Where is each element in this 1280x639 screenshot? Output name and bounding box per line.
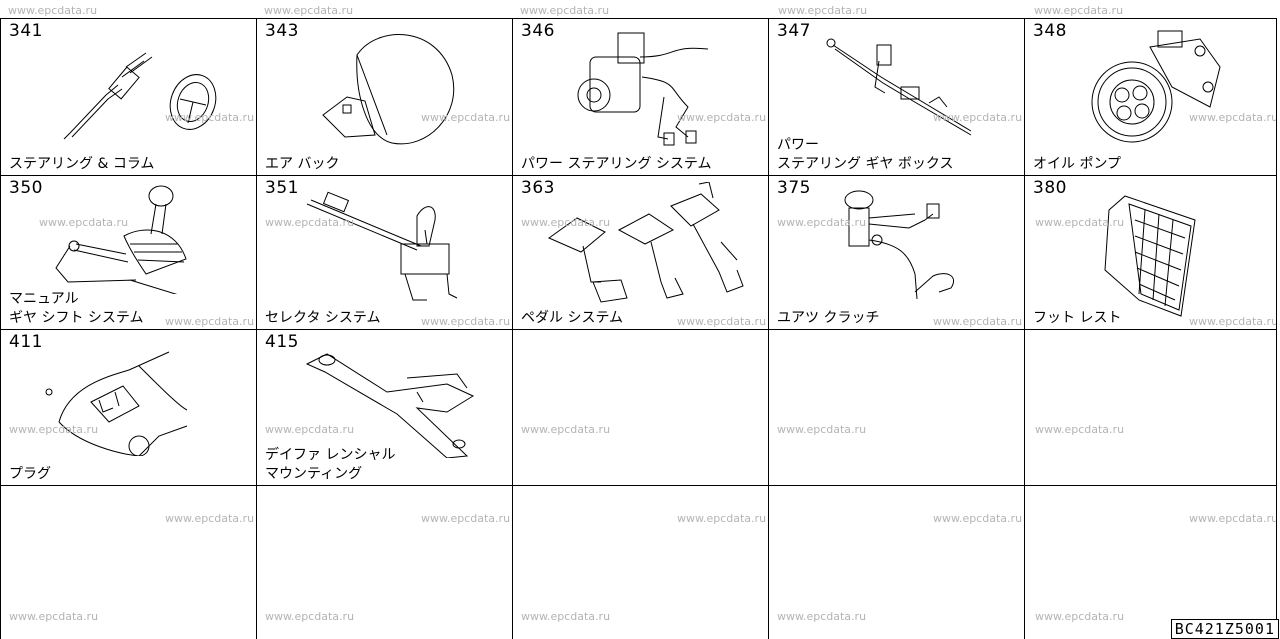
watermark: www.epcdata.ru	[521, 423, 611, 436]
category-label: プラグ	[9, 466, 51, 482]
category-number: 415	[265, 332, 299, 352]
watermark: www.epcdata.ru	[677, 315, 767, 328]
category-number: 351	[265, 178, 299, 198]
watermark: www.epcdata.ru	[1034, 4, 1124, 17]
hydraulic-clutch-icon	[829, 184, 974, 309]
empty-cell: www.epcdata.ru www.epcdata.ru	[256, 485, 512, 639]
empty-cell: www.epcdata.ru www.epcdata.ru	[512, 485, 768, 639]
watermark: www.epcdata.ru	[933, 512, 1023, 525]
watermark: www.epcdata.ru	[521, 610, 611, 623]
category-cell-375[interactable]: 375 ユアツ クラッチ www.epcdata.ru www.epcdata.…	[768, 175, 1024, 329]
category-number: 341	[9, 21, 43, 41]
category-cell-350[interactable]: 350 マニュアル ギヤ シフト システム www.epcdata.ru www…	[0, 175, 256, 329]
watermark: www.epcdata.ru	[1035, 610, 1125, 623]
empty-cell: www.epcdata.ru www.epcdata.ru	[0, 485, 256, 639]
category-cell-380[interactable]: 380 フット レスト www.epcdata.ru www.epcdata.r…	[1024, 175, 1277, 329]
category-label: ユアツ クラッチ	[777, 310, 880, 326]
watermark: www.epcdata.ru	[421, 315, 511, 328]
category-number: 380	[1033, 178, 1067, 198]
category-cell-346[interactable]: 346 パワー ステアリング システム www.epcdata.ru	[512, 18, 768, 175]
category-number: 411	[9, 332, 43, 352]
category-label: マニュアル ギヤ シフト システム	[9, 291, 144, 326]
category-grid: 341 ステアリング & コラム www.epcdata.ru 343 エア バ…	[0, 18, 1277, 639]
differential-mounting-icon	[297, 348, 482, 458]
steering-gear-box-icon	[821, 37, 981, 137]
category-number: 350	[9, 178, 43, 198]
category-label: セレクタ システム	[265, 310, 381, 326]
category-label: ペダル システム	[521, 310, 624, 326]
watermark: www.epcdata.ru	[9, 610, 99, 623]
empty-cell: www.epcdata.ru	[1024, 329, 1277, 485]
category-label: パワー ステアリング システム	[521, 156, 712, 172]
pedal-system-icon	[541, 182, 751, 312]
category-cell-341[interactable]: 341 ステアリング & コラム www.epcdata.ru	[0, 18, 256, 175]
watermark: www.epcdata.ru	[421, 512, 511, 525]
watermark: www.epcdata.ru	[933, 315, 1023, 328]
category-number: 375	[777, 178, 811, 198]
watermark: www.epcdata.ru	[165, 512, 255, 525]
empty-cell: www.epcdata.ru www.epcdata.ru	[1024, 485, 1277, 639]
category-label: パワー ステアリング ギヤ ボックス	[777, 137, 954, 172]
watermark: www.epcdata.ru	[1035, 423, 1125, 436]
airbag-icon	[317, 25, 467, 150]
watermark: www.epcdata.ru	[1189, 512, 1277, 525]
watermark: www.epcdata.ru	[777, 610, 867, 623]
category-label: ステアリング & コラム	[9, 156, 155, 172]
catalog-code: BC421Z5001	[1170, 619, 1279, 639]
category-cell-343[interactable]: 343 エア バック www.epcdata.ru	[256, 18, 512, 175]
gear-shift-icon	[46, 184, 196, 294]
category-number: 363	[521, 178, 555, 198]
category-label: オイル ポンプ	[1033, 156, 1122, 172]
selector-icon	[297, 190, 467, 310]
category-cell-351[interactable]: 351 セレクタ システム www.epcdata.ru www.epcdata…	[256, 175, 512, 329]
empty-cell: www.epcdata.ru www.epcdata.ru	[768, 485, 1024, 639]
category-number: 348	[1033, 21, 1067, 41]
category-cell-415[interactable]: 415 デイファ レンシャル マウンティング www.epcdata.ru	[256, 329, 512, 485]
power-steering-system-icon	[568, 27, 718, 152]
steering-column-icon	[56, 47, 221, 142]
category-cell-411[interactable]: 411 プラグ www.epcdata.ru	[0, 329, 256, 485]
watermark: www.epcdata.ru	[520, 4, 610, 17]
watermark: www.epcdata.ru	[777, 423, 867, 436]
watermark: www.epcdata.ru	[677, 512, 767, 525]
category-number: 347	[777, 21, 811, 41]
oil-pump-icon	[1080, 27, 1225, 147]
category-cell-348[interactable]: 348 オイル ポンプ www.epcdata.ru	[1024, 18, 1277, 175]
watermark: www.epcdata.ru	[165, 315, 255, 328]
watermark: www.epcdata.ru	[265, 610, 355, 623]
empty-cell: www.epcdata.ru	[768, 329, 1024, 485]
category-label: エア バック	[265, 156, 340, 172]
watermark: www.epcdata.ru	[8, 4, 98, 17]
category-cell-363[interactable]: 363 ペダル システム www.epcdata.ru www.epcdata.…	[512, 175, 768, 329]
category-cell-347[interactable]: 347 パワー ステアリング ギヤ ボックス www.epcdata.ru	[768, 18, 1024, 175]
category-label: フット レスト	[1033, 310, 1122, 326]
foot-rest-icon	[1095, 190, 1205, 320]
plug-car-icon	[39, 346, 189, 456]
watermark: www.epcdata.ru	[264, 4, 354, 17]
empty-cell: www.epcdata.ru	[512, 329, 768, 485]
category-label: デイファ レンシャル マウンティング	[265, 447, 396, 482]
category-number: 346	[521, 21, 555, 41]
category-number: 343	[265, 21, 299, 41]
watermark: www.epcdata.ru	[778, 4, 868, 17]
